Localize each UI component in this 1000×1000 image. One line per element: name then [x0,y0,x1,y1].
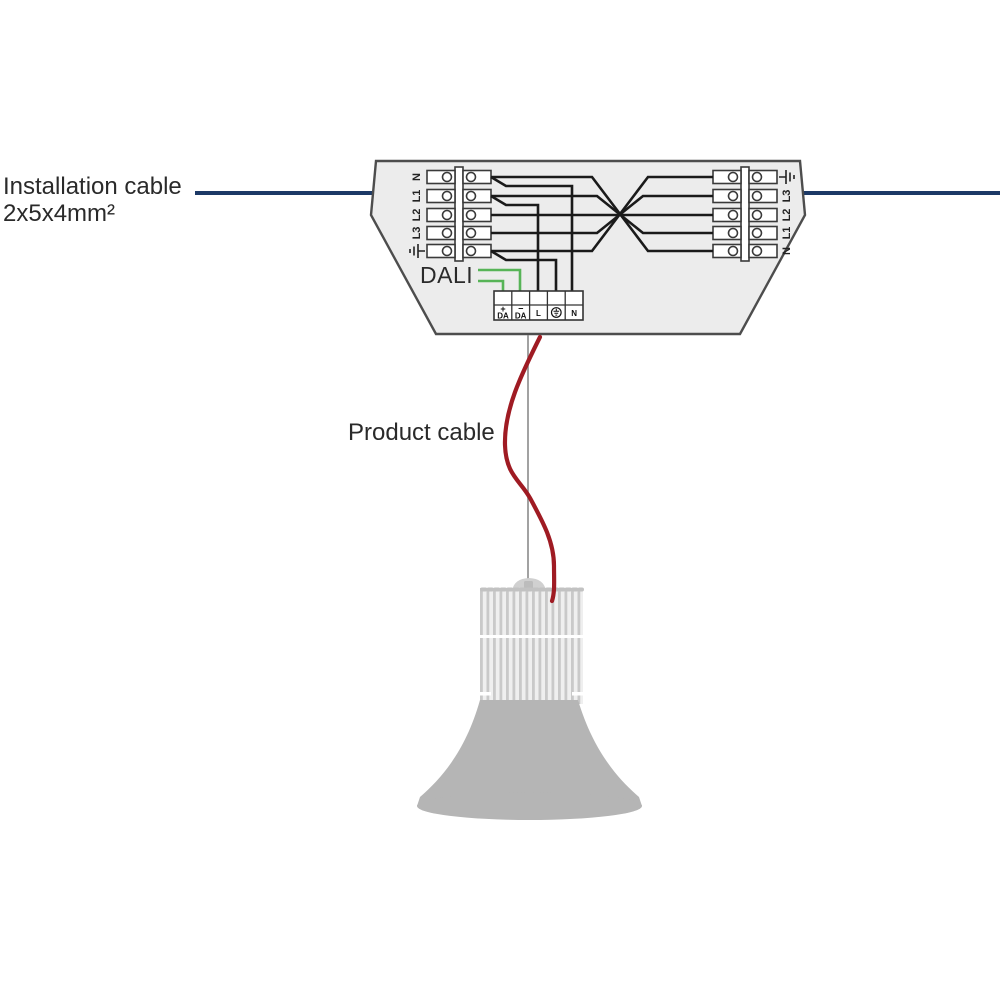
product-cable-label: Product cable [348,419,495,446]
tap-wires [490,175,574,291]
right-label-l3: L3 [781,190,793,203]
strip-plus-sign: + [500,304,505,314]
left-terminal-row-l3 [426,225,492,241]
right-terminal-rail [740,166,750,262]
dali-label: DALI [420,262,473,288]
strip-da-minus: DA [515,312,527,321]
dali-wires [478,268,522,291]
wire-pe-tap [490,249,558,291]
junction-box [369,159,807,336]
left-label-l2: L2 [411,209,423,222]
right-terminal-block [712,166,778,262]
left-terminal-rail [454,166,464,262]
left-terminal-row-pe [426,243,492,259]
lamp-bell [417,700,642,806]
right-terminal-row-n [712,243,778,259]
wire-pe-through [491,175,713,253]
lamp-heatsink-groove [480,635,583,638]
dali-wire-minus [478,268,522,291]
dali-wire-plus [478,279,505,291]
output-terminal-strip: + DA − DA L N [493,290,584,321]
installation-cable-label-line2: 2x5x4mm² [3,200,115,227]
lamp-heatsink-notch-right [572,692,583,696]
left-terminal-block [426,166,492,262]
right-terminal-row-l1 [712,225,778,241]
left-label-l1: L1 [411,190,423,203]
strip-minus-sign: − [518,304,523,314]
lamp-cable-gland [524,581,533,589]
right-terminal-row-l3 [712,188,778,204]
strip-n-label: N [571,309,577,318]
wire-n-tap [490,175,574,291]
earth-ground-icon [779,170,795,184]
left-label-n: N [411,173,423,181]
right-label-l2: L2 [781,209,793,222]
wire-l1-tap [490,194,540,291]
luminaire [417,578,642,820]
right-terminal-row-pe [712,169,778,185]
product-cable-wire [502,334,557,604]
right-label-l1: L1 [781,227,793,240]
right-label-n: N [781,247,793,255]
left-label-l3: L3 [411,227,423,240]
earth-ground-circle-icon [550,307,562,318]
through-wires [491,175,713,253]
lamp-heatsink [480,588,583,704]
lamp-bell-rim [417,792,642,820]
strip-l-label: L [536,309,541,318]
left-terminal-row-l2 [426,207,492,223]
earth-ground-icon [409,244,425,258]
left-terminal-row-n [426,169,492,185]
strip-da-plus: DA [497,312,509,321]
lamp-heatsink-notch-left [480,692,491,696]
installation-cable-label-line1: Installation cable [3,173,182,200]
